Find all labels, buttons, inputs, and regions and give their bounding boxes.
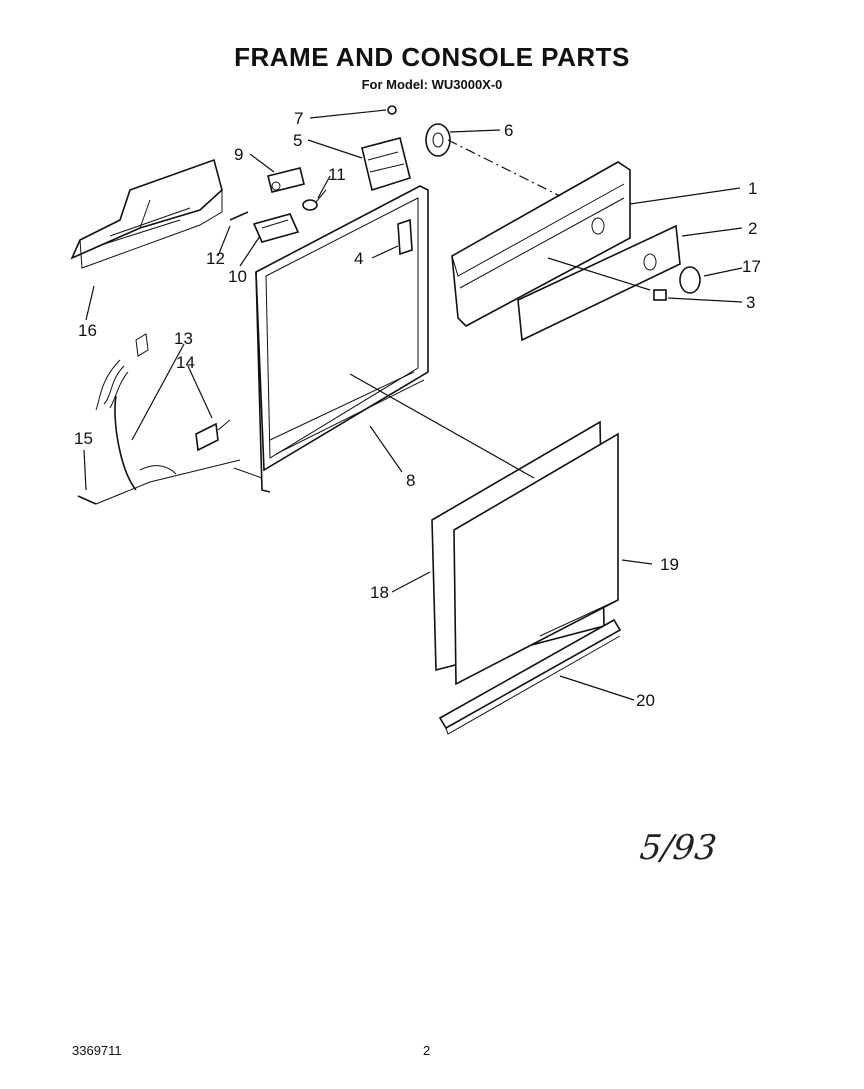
callout-14: 14 [176,353,195,372]
callout-6: 6 [504,121,513,140]
part-20-trim [438,618,622,735]
callout-18: 18 [370,583,389,602]
callout-2: 2 [748,219,757,238]
callout-7: 7 [294,109,303,128]
parts-9-to-12 [229,167,327,243]
part-16-housing [70,158,223,269]
callout-5: 5 [293,131,302,150]
callout-20: 20 [636,691,655,710]
parts-17-and-3 [643,253,701,301]
callout-labels: 1 2 3 4 5 6 7 8 9 10 11 12 13 14 15 16 1… [74,109,761,710]
part-1-console [451,161,631,327]
part-2-overlay [517,224,681,342]
callout-15: 15 [74,429,93,448]
part-8-door-frame [233,185,429,493]
parts-13-14-15-wiring [77,333,241,505]
callout-12: 12 [206,249,225,268]
panel-19-edge [539,599,619,637]
callout-19: 19 [660,555,679,574]
callout-11: 11 [328,165,346,184]
page-number: 2 [423,1043,431,1058]
part-4-bracket [397,218,413,256]
parts-5-6-7 [361,105,451,192]
callout-8: 8 [406,471,415,490]
callout-3: 3 [746,293,755,312]
assembly-line-panel [349,373,535,479]
page-title: FRAME AND CONSOLE PARTS [234,42,630,72]
callout-10: 10 [228,267,247,286]
callout-1: 1 [748,179,757,198]
callout-16: 16 [78,321,97,340]
model-subtitle: For Model: WU3000X-0 [361,77,503,92]
assembly-line-console [447,139,561,197]
callout-4: 4 [354,249,363,268]
assembly-line-knob [547,257,651,291]
callout-9: 9 [234,145,243,164]
handwritten-date-note: 5/93 [637,828,719,868]
callout-leaders [83,109,743,701]
callout-13: 13 [174,329,193,348]
callout-17: 17 [742,257,761,276]
document-number: 3369711 [72,1043,122,1058]
